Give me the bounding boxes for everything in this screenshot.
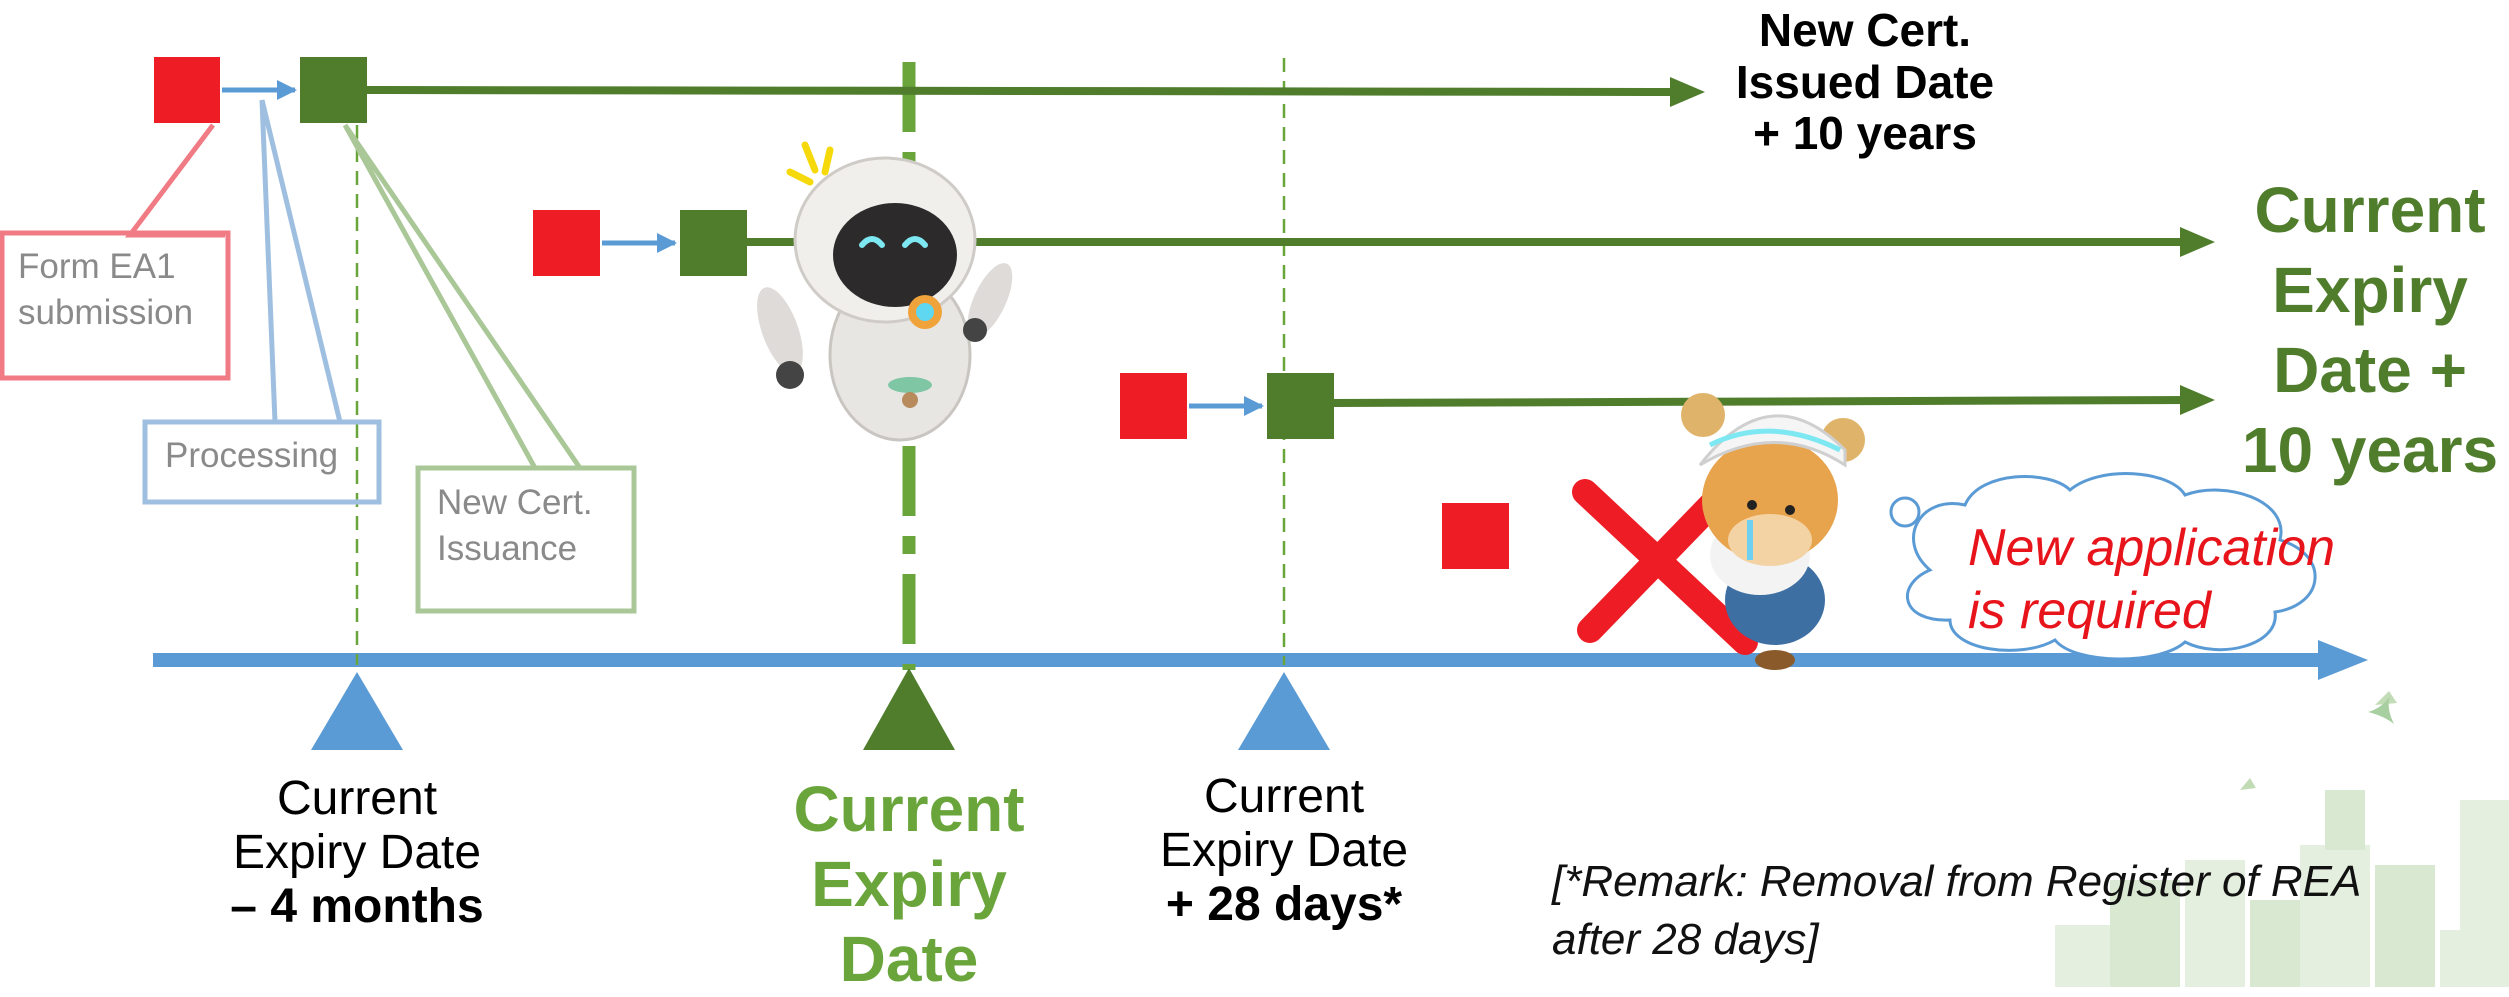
callout-new-cert-line1: New Cert. (437, 483, 593, 522)
right-label-line2: Expiry (2272, 254, 2468, 326)
remark-text: [*Remark: Removal from Register of REA a… (1552, 853, 2361, 969)
top-label-line3: + 10 years (1753, 107, 1977, 160)
marker2-line1: Current (793, 773, 1025, 845)
top-label-line2: Issued Date (1735, 55, 1995, 108)
right-label-line1: Current (2254, 174, 2486, 246)
top-label-line1: New Cert. (1758, 4, 1972, 56)
current-expiry-plus-10-years-label: Current Expiry Date + 10 years (2225, 170, 2509, 490)
remark-line2: after 28 days] (1552, 915, 1819, 965)
callout-form-ea1-line2: submission (18, 292, 194, 332)
marker-expiry-date-label: Current Expiry Date (744, 772, 1074, 997)
right-label-line4: 10 years (2241, 414, 2499, 486)
bear-mascot-crying (1681, 393, 1865, 670)
marker3-line1: Current (1203, 770, 1365, 823)
callout-processing (142, 99, 382, 505)
callout-new-cert-issuance (342, 123, 637, 614)
row1-validity-arrowhead (1670, 77, 1705, 107)
marker-minus-4-months-label: Current Expiry Date – 4 months (187, 772, 527, 933)
marker1-line2: Expiry Date (232, 825, 482, 879)
city-skyline (2055, 691, 2509, 987)
row3-validity-arrowhead (2180, 385, 2215, 415)
row1-submission-square (154, 57, 220, 123)
callout-processing-label: Processing (165, 436, 339, 475)
new-application-required-text: New application is required (1968, 517, 2335, 644)
remark-line1: [*Remark: Removal from Register of REA (1552, 857, 2362, 906)
marker2-line3: Date (839, 922, 979, 995)
callout-form-ea1-line1: Form EA1 (18, 247, 176, 286)
callout-new-cert-issuance-label: New Cert. Issuance (437, 480, 593, 571)
marker-minus-4-months (311, 672, 403, 750)
row1-issuance-square (300, 57, 367, 123)
new-cert-plus-10-years-label: New Cert. Issued Date + 10 years (1695, 4, 2035, 160)
cloud-line2: is required (1968, 582, 2211, 641)
row3-issuance-square (1267, 373, 1334, 439)
main-timeline-arrowhead (2318, 640, 2368, 680)
marker1-line3: – 4 months (230, 879, 484, 933)
thought-cloud (1889, 472, 2317, 661)
row3-submission-square (1120, 373, 1187, 439)
marker3-line2: Expiry Date (1159, 823, 1409, 877)
marker-expiry-date (863, 668, 955, 750)
row3-validity-arrow (1333, 396, 2191, 407)
row2-issuance-square (680, 210, 747, 276)
marker3-line3: + 28 days* (1165, 877, 1403, 931)
bird-icon (2368, 696, 2394, 724)
callout-form-ea1-label: Form EA1 submission (18, 244, 193, 335)
marker2-line2: Expiry (811, 847, 1007, 920)
right-label-line3: Date + (2273, 334, 2467, 406)
row4-late-submission-square (1442, 503, 1509, 569)
marker-plus-28-days-label: Current Expiry Date + 28 days* (1114, 770, 1454, 931)
marker-plus-28-days (1238, 672, 1330, 750)
marker1-line1: Current (276, 772, 438, 825)
row2-validity-arrowhead (2180, 227, 2215, 257)
row1-validity-arrow (366, 86, 1681, 96)
row2-submission-square (533, 210, 600, 276)
callout-new-cert-line2: Issuance (437, 528, 578, 568)
cloud-line1: New application (1968, 519, 2336, 577)
robot-mascot (757, 141, 1013, 442)
callout-form-ea1 (0, 123, 231, 381)
